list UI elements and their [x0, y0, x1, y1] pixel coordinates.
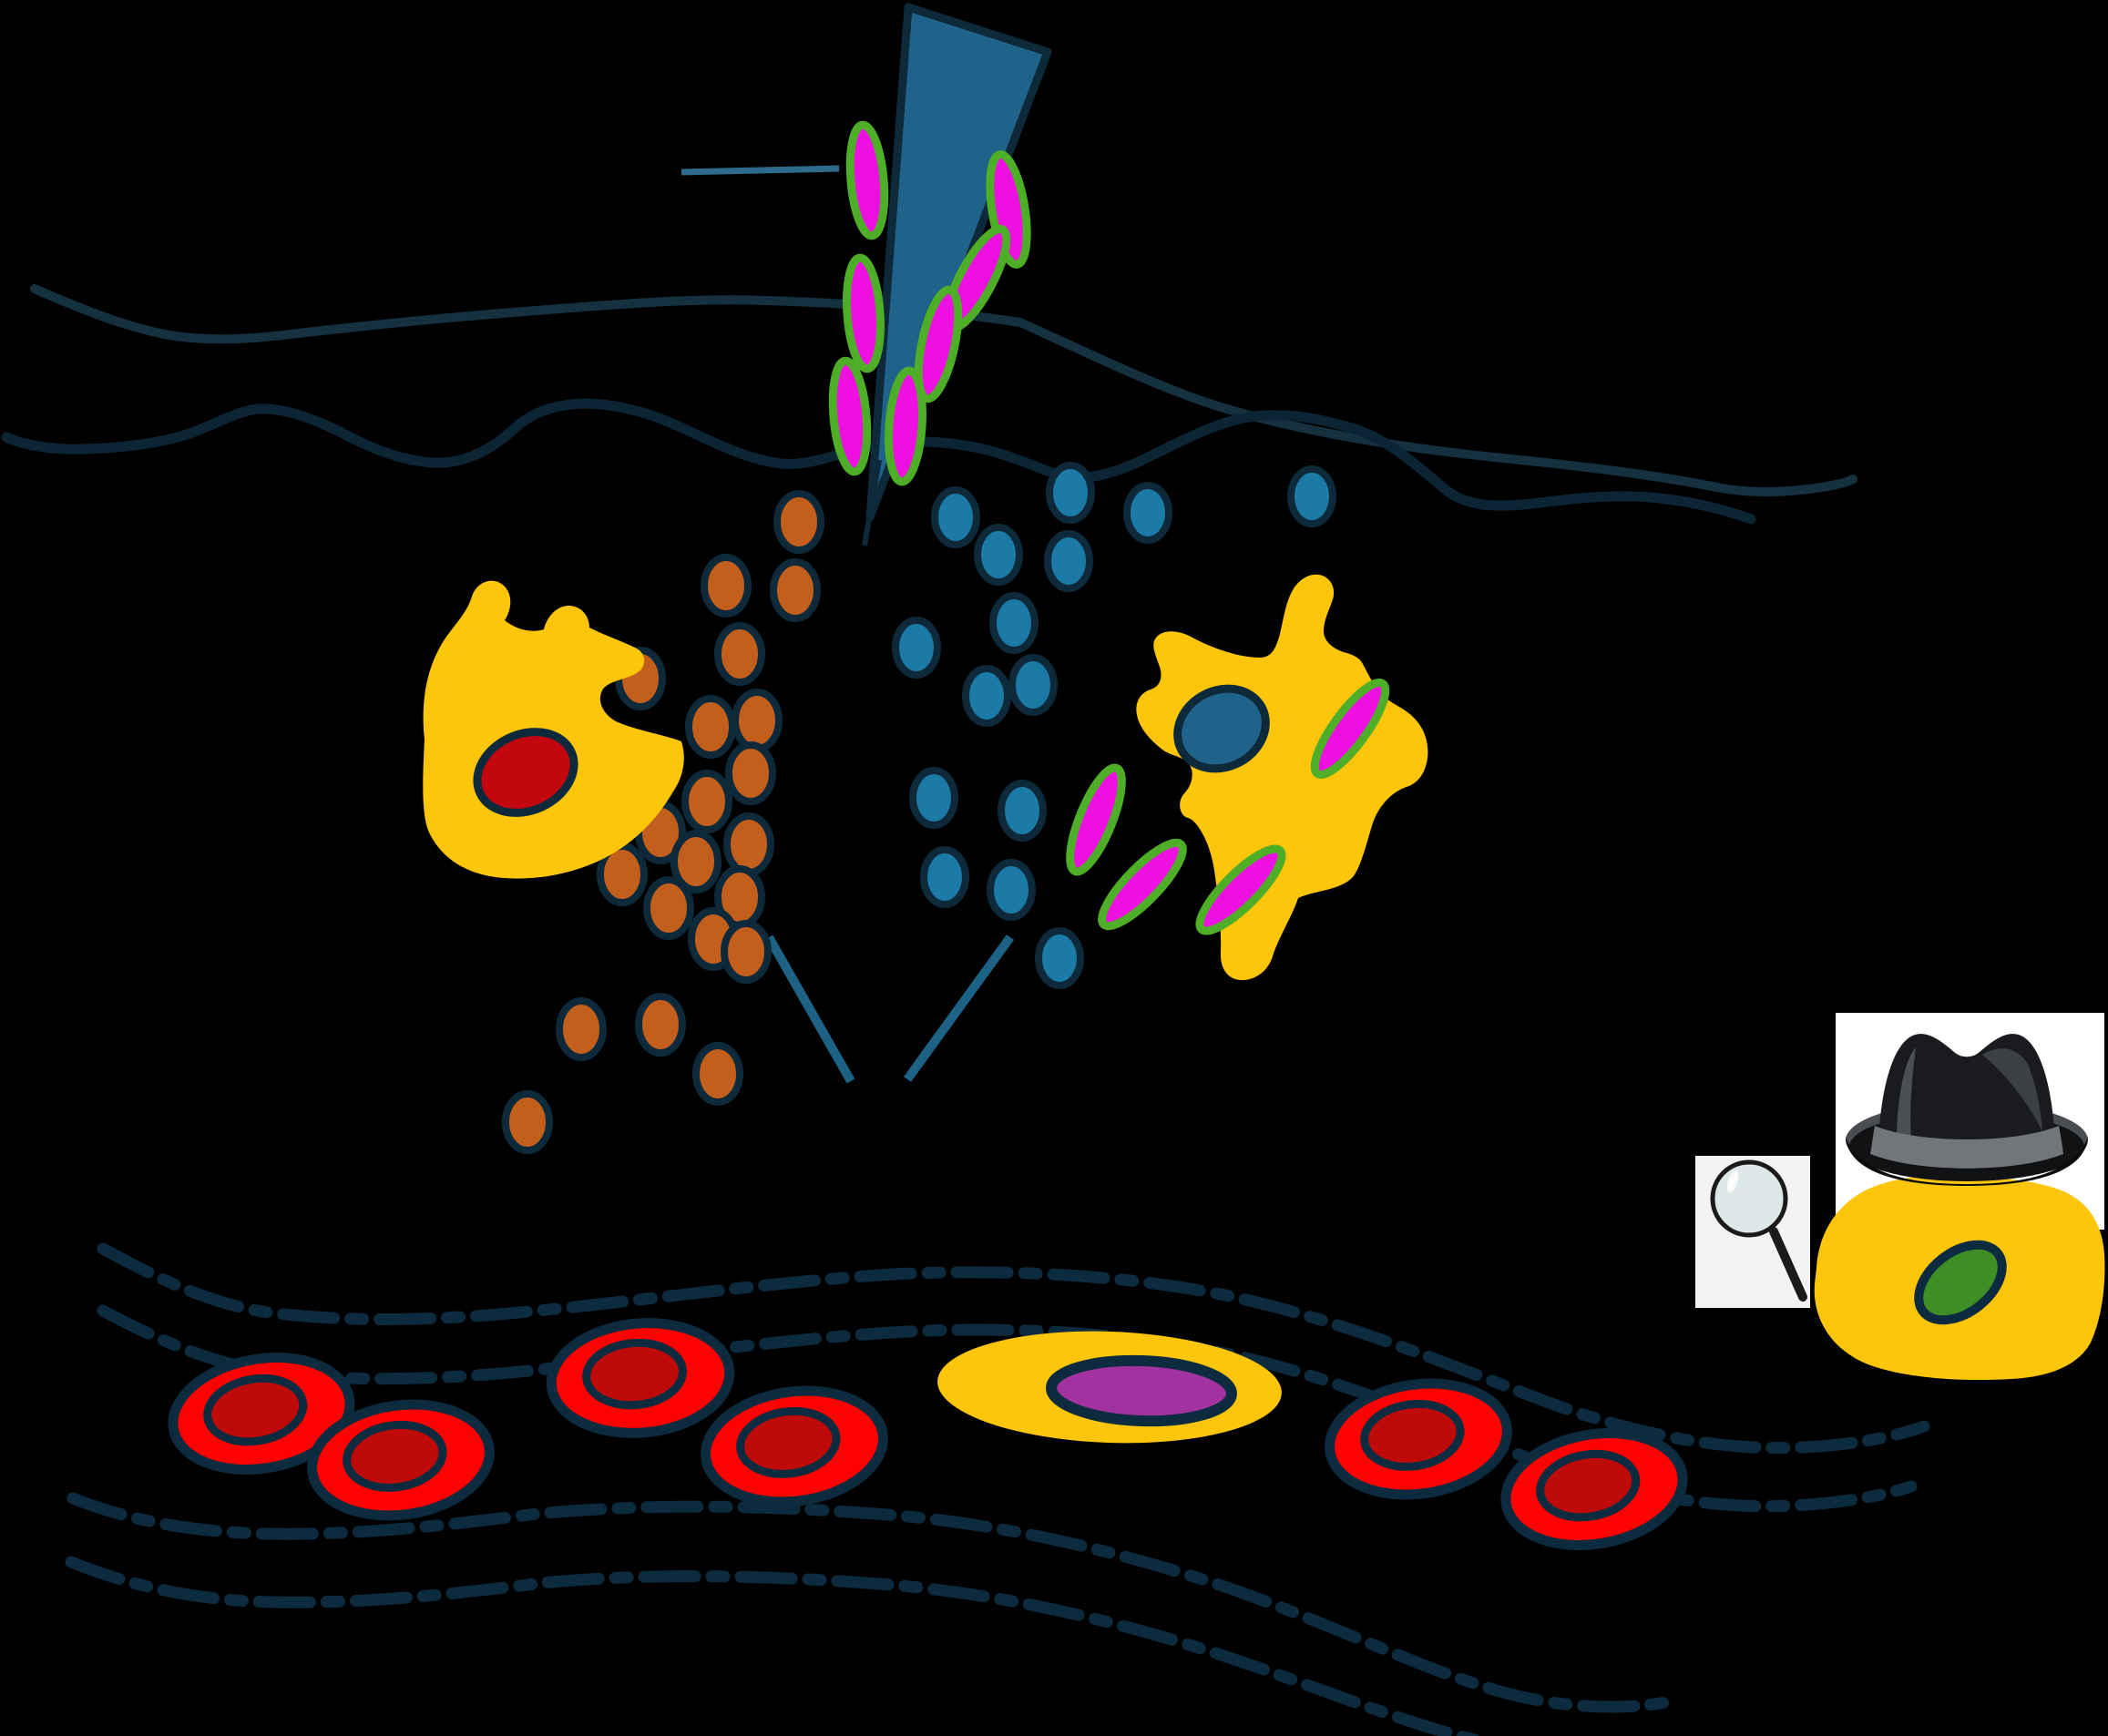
vessel-lower-wall-outer-line	[65, 1556, 1485, 1736]
cytokine-signal	[1035, 927, 1084, 989]
cytokine-signal	[1046, 462, 1095, 524]
fedora-crown-highlight	[1897, 1047, 1916, 1139]
histamine-granule	[635, 993, 686, 1057]
histamine-granule	[681, 770, 732, 833]
needle-pointer-line	[680, 165, 840, 176]
histamine-granule	[714, 622, 765, 686]
red-blood-cell-center	[1360, 1399, 1465, 1471]
bacterium	[1098, 838, 1187, 931]
cytokine-signal	[909, 767, 958, 829]
bacterium	[845, 120, 889, 240]
cytokine-signal	[989, 592, 1039, 654]
histamine-granule	[701, 554, 752, 618]
fedora-crown-sheen	[1982, 1048, 2042, 1131]
red-blood-cell-center	[1536, 1449, 1641, 1522]
skin-surface-line	[30, 284, 1857, 497]
histamine-granule	[502, 1090, 553, 1154]
fedora-band	[1870, 1126, 2063, 1169]
lens-glint	[1726, 1169, 1739, 1193]
magnifying-glass-icon	[1710, 1159, 1788, 1238]
histamine-granule	[721, 920, 772, 984]
bacterium	[914, 285, 963, 403]
bacterium	[843, 253, 885, 373]
cytokine-signal	[931, 486, 980, 548]
endothelial-cell-nucleus	[1046, 1354, 1237, 1427]
vessel-upper-wall-outer-line	[97, 1242, 1930, 1455]
cytokine-signal	[987, 859, 1036, 921]
cytokine-signal	[1044, 530, 1093, 592]
detective-cell-nucleus	[1914, 1240, 2007, 1325]
cytokine-signal	[998, 780, 1047, 842]
macrophage-body	[1136, 574, 1428, 981]
mast-cell-nucleus	[473, 728, 578, 817]
histamine-granule	[670, 830, 721, 894]
left-callout-line	[764, 934, 855, 1084]
red-blood-cell-center	[343, 1420, 447, 1492]
histamine-granule	[770, 558, 821, 622]
macrophage-nucleus	[1173, 684, 1270, 773]
histamine-granule	[732, 689, 783, 752]
red-blood-cell-center	[736, 1406, 841, 1478]
cytokine-signal	[892, 617, 941, 679]
histamine-granule	[725, 741, 776, 805]
cytokine-signal	[920, 846, 969, 908]
right-callout-line	[903, 934, 1015, 1082]
red-blood-cell-center	[582, 1338, 687, 1410]
magnifier-handle	[1769, 1227, 1807, 1302]
bacterium	[1195, 844, 1286, 935]
vessel-lower-wall-inner-line	[67, 1492, 1685, 1713]
needle-tip-line	[862, 459, 882, 546]
bacterium	[1066, 763, 1126, 876]
bacterium	[1310, 679, 1390, 779]
cytokine-signal	[1123, 482, 1172, 544]
bacterium	[828, 356, 872, 476]
cytokine-signal	[1008, 654, 1058, 716]
cytokine-signal	[974, 524, 1023, 586]
histamine-granule	[643, 876, 694, 940]
red-blood-cell-center	[203, 1373, 308, 1446]
histamine-granule	[556, 997, 607, 1061]
histamine-granule	[692, 1042, 743, 1106]
histamine-granule	[773, 490, 824, 554]
cytokine-signal	[962, 665, 1011, 727]
histamine-granule	[723, 812, 774, 876]
cytokine-signal	[1287, 465, 1336, 527]
bacterium	[885, 366, 926, 486]
histamine-granule	[685, 695, 736, 759]
